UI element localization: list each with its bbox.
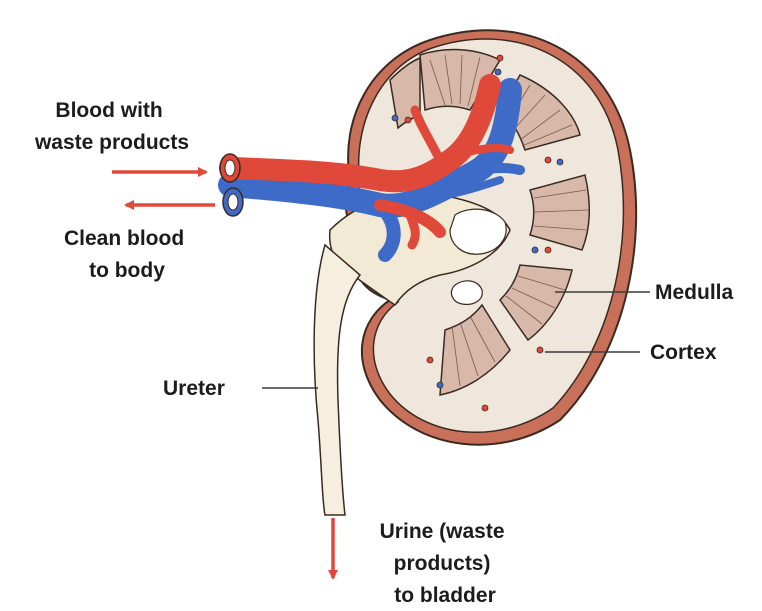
- cortex-label: Cortex: [650, 341, 717, 364]
- ureter-label: Ureter: [163, 377, 225, 400]
- medulla-label: Medulla: [655, 281, 733, 304]
- blood-out-line-2: to body: [89, 259, 165, 282]
- urine-line-1: Urine (waste: [380, 520, 505, 543]
- blood-in-label: Blood with waste products: [34, 99, 189, 154]
- ureter: [314, 245, 360, 515]
- urine-line-2: products): [394, 552, 491, 575]
- blood-out-label: Clean blood to body: [64, 227, 190, 282]
- blood-in-line-2: waste products: [34, 131, 189, 154]
- urine-label: Urine (waste products) to bladder: [380, 520, 511, 607]
- blood-out-line-1: Clean blood: [64, 227, 184, 250]
- blood-in-line-1: Blood with: [55, 99, 162, 122]
- urine-line-3: to bladder: [394, 584, 496, 607]
